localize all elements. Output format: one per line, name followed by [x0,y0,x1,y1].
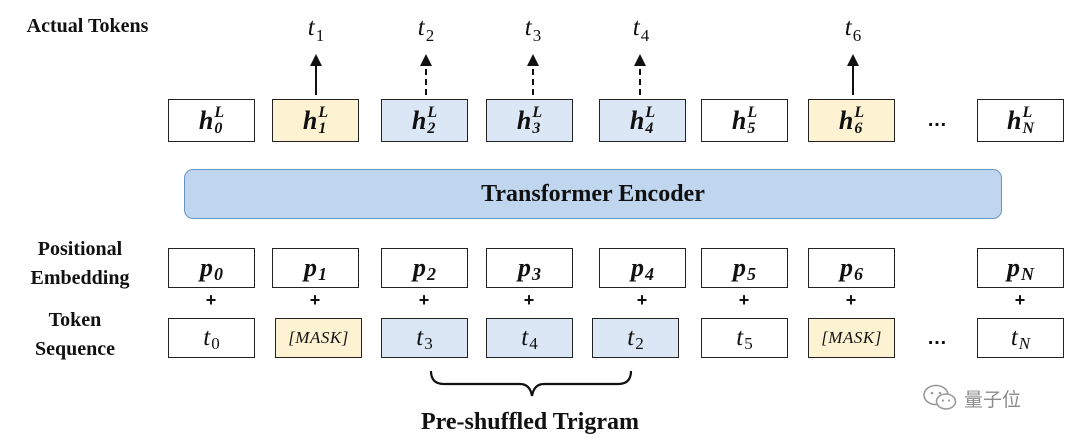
plus-sign-1: + [309,290,321,310]
output-token-1: t1 [307,14,325,45]
plus-sign-6: + [845,290,857,310]
trigram-brace [429,370,633,397]
plus-sign-4: + [636,290,648,310]
plus-sign-2: + [418,290,430,310]
token-mask-6: [MASK] [808,318,895,358]
plus-sign-n: + [1014,290,1026,310]
watermark-text: 量子位 [964,388,1022,411]
wechat-icon [923,384,957,410]
transformer-encoder: Transformer Encoder [184,169,1002,219]
watermark: 量子位 [922,384,1021,412]
pre-shuffled-trigram-label: Pre-shuffled Trigram [421,409,639,435]
plus-sign-0: + [205,290,217,310]
plus-sign-3: + [523,290,535,310]
token-ellipsis: … [927,326,948,349]
actual-tokens-label: Actual Tokens [26,15,149,37]
hidden-ellipsis: … [927,109,948,131]
output-token-3: t3 [524,14,542,45]
token-sequence-label: Token Sequence [35,309,115,360]
output-token-2: t2 [417,14,435,45]
output-token-4: t4 [632,14,650,45]
token-mask-1: [MASK] [275,318,362,358]
positional-embedding-label: Positional Embedding [30,238,130,289]
plus-sign-5: + [738,290,750,310]
output-token-6: t6 [844,14,862,45]
